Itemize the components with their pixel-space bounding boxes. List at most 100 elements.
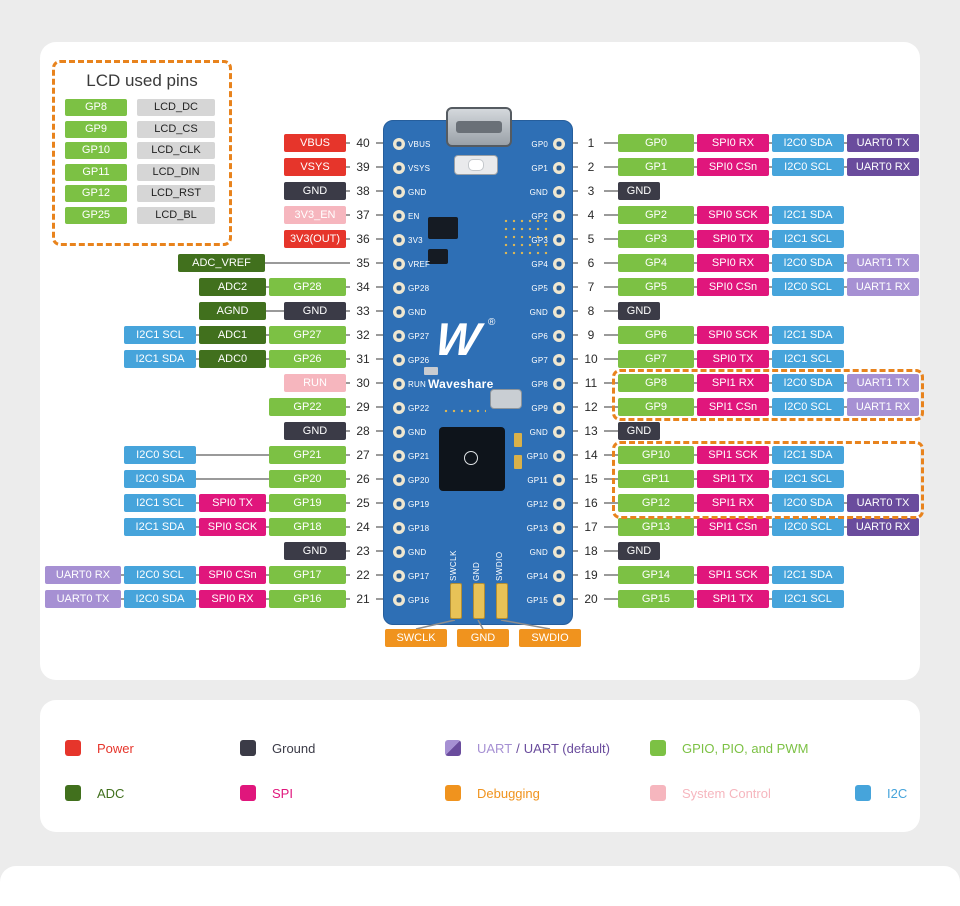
board-pin-label: VBUS (408, 140, 431, 149)
pin-badge-spi: SPI1 SCK (697, 566, 769, 584)
pin-number: 22 (350, 566, 376, 584)
legend-item-i2c: I2C (855, 784, 907, 802)
lcd-function-badge: LCD_CS (137, 120, 215, 138)
pin-number: 21 (350, 590, 376, 608)
pin-badge-i2c: I2C0 SDA (772, 134, 844, 152)
board-pin-label: GP10 (526, 452, 548, 461)
pin-badge-i2c: I2C1 SDA (772, 206, 844, 224)
board-pin-label: GP27 (408, 332, 430, 341)
board-pin-label: GP19 (408, 500, 430, 509)
leader-line (127, 478, 383, 480)
legend-item-debugging: Debugging (445, 784, 540, 802)
debug-badge-swdio: SWDIO (519, 629, 581, 647)
pin-badge-gpio: GP19 (269, 494, 346, 512)
legend-swatch (650, 740, 666, 756)
pin-number: 6 (578, 254, 604, 272)
pin-hole (393, 402, 405, 414)
lcd-box-title: LCD used pins (86, 71, 198, 90)
pin-badge-gpio: GP14 (618, 566, 694, 584)
pin-hole (553, 378, 565, 390)
legend-item-spi: SPI (240, 784, 293, 802)
board-pin-label: GP1 (531, 164, 548, 173)
legend-label: SPI (272, 785, 293, 801)
pin-hole (553, 474, 565, 486)
debug-pad-label: SWDIO (495, 551, 504, 581)
pin-hole (553, 258, 565, 270)
pin-badge-gpio: GP7 (618, 350, 694, 368)
pin-number: 1 (578, 134, 604, 152)
pin-number: 19 (578, 566, 604, 584)
pin-badge-uartd: UART0 RX (847, 158, 919, 176)
legend-item-ground: Ground (240, 739, 315, 757)
debug-pad (450, 583, 462, 619)
pin-hole (553, 210, 565, 222)
pin-badge-i2c: I2C0 SCL (772, 518, 844, 536)
pin-badge-uart: UART0 TX (45, 590, 121, 608)
pin-number: 29 (350, 398, 376, 416)
pin-badge-spi: SPI0 TX (697, 350, 769, 368)
pin-hole (553, 522, 565, 534)
pin-badge-gpio: GP15 (618, 590, 694, 608)
pin-badge-gpio: GP22 (269, 398, 346, 416)
pin-hole (553, 282, 565, 294)
pin-badge-spi: SPI0 SCK (697, 206, 769, 224)
pin-number: 34 (350, 278, 376, 296)
pin-badge-spi: SPI0 RX (199, 590, 266, 608)
pin-badge-i2c: I2C0 SCL (772, 278, 844, 296)
pin-badge-i2c: I2C1 SDA (772, 566, 844, 584)
pin-badge-i2c: I2C1 SDA (772, 326, 844, 344)
pin-badge-gpio: GP11 (618, 470, 694, 488)
board-pin-label: GP9 (531, 404, 548, 413)
pin-badge-uart: UART1 TX (847, 254, 919, 272)
lcd-function-badge: LCD_BL (137, 206, 215, 224)
pin-number: 9 (578, 326, 604, 344)
pin-badge-spi: SPI1 SCK (697, 446, 769, 464)
legend-swatch (855, 785, 871, 801)
pin-number: 5 (578, 230, 604, 248)
pin-badge-gpio: GP16 (269, 590, 346, 608)
pin-badge-gpio: GP26 (269, 350, 346, 368)
pin-badge-spi: SPI0 CSn (199, 566, 266, 584)
pin-number: 31 (350, 350, 376, 368)
leader-line (573, 550, 658, 552)
lcd-function-badge: LCD_CLK (137, 142, 215, 159)
pin-badge-ground: GND (284, 302, 346, 320)
legend-item-gpio-pio-and-pwm: GPIO, PIO, and PWM (650, 739, 808, 757)
pin-badge-i2c: I2C1 SCL (772, 230, 844, 248)
pin-badge-spi: SPI0 RX (697, 254, 769, 272)
pin-badge-ground: GND (284, 182, 346, 200)
pin-hole (553, 354, 565, 366)
pin-badge-gpio: GP6 (618, 326, 694, 344)
pin-number: 16 (578, 494, 604, 512)
legend-item-power: Power (65, 739, 134, 757)
board-pin-label: GP17 (408, 572, 430, 581)
pin-badge-uartd: UART0 RX (847, 518, 919, 536)
pin-number: 13 (578, 422, 604, 440)
pin-hole (553, 594, 565, 606)
pin-badge-adc: ADC2 (199, 278, 266, 296)
lcd-gp-badge: GP11 (65, 163, 127, 181)
board-pin-label: GND (529, 548, 548, 557)
pin-badge-ground: GND (284, 422, 346, 440)
pin-hole (553, 546, 565, 558)
board-pin-label: GP22 (408, 404, 430, 413)
pin-badge-spi: SPI1 TX (697, 590, 769, 608)
pin-badge-spi: SPI0 SCK (697, 326, 769, 344)
pin-badge-uartd: UART0 TX (847, 134, 919, 152)
legend-label: Debugging (477, 785, 540, 801)
